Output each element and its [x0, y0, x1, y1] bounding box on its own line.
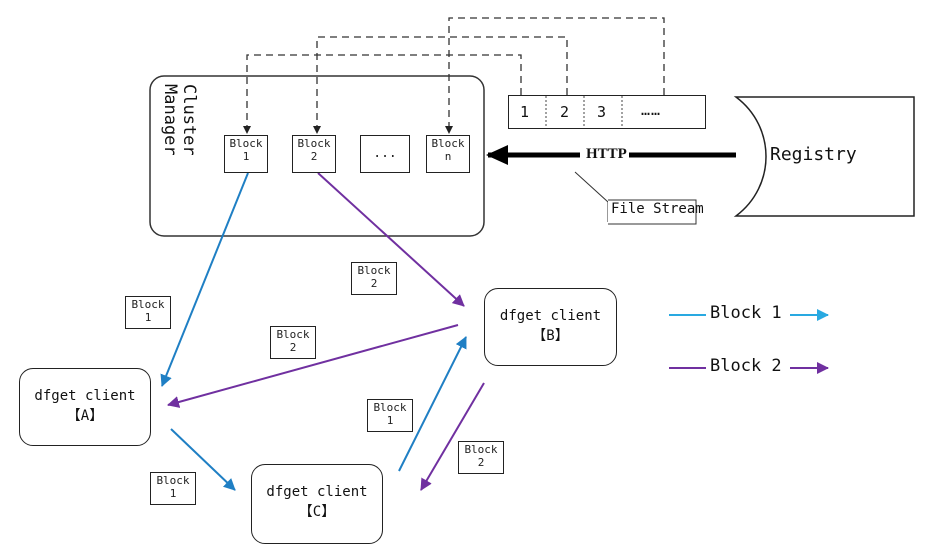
- flow-label-cm-to-a-text: Block: [131, 298, 165, 311]
- cluster-manager-title-line1: Cluster: [179, 84, 199, 156]
- flow-label-b-to-a-text: Block: [276, 328, 310, 341]
- arrow-cm-to-b-block2: [317, 172, 465, 307]
- arrow-b-to-c-block2: [420, 382, 485, 491]
- flow-label-a-to-c-num: 1: [169, 487, 177, 500]
- flow-label-a-to-c-text: Block: [156, 474, 190, 487]
- flow-label-b-to-c-text: Block: [464, 443, 498, 456]
- cluster-manager-title: Cluster Manager: [160, 84, 199, 156]
- flow-label-b-to-c-num: 2: [477, 456, 485, 469]
- cm-block-n: Block n: [426, 135, 470, 173]
- cm-block-2: Block 2: [292, 135, 336, 173]
- flow-label-cm-to-b-text: Block: [357, 264, 391, 277]
- flow-label-b-to-c: Block 2: [458, 441, 504, 474]
- cluster-manager-title-line2: Manager: [160, 84, 180, 156]
- cm-block-1-label: Block: [229, 137, 263, 150]
- stream-cell-2: 2: [560, 103, 570, 121]
- client-a-name: dfget client: [34, 388, 136, 404]
- stream-cell-more: ……: [641, 101, 662, 119]
- legend-block1-label: Block 1: [710, 303, 782, 323]
- flow-label-c-to-b-text: Block: [373, 401, 407, 414]
- flow-label-cm-to-a-num: 1: [144, 311, 152, 324]
- flow-label-cm-to-b: Block 2: [351, 262, 397, 295]
- stream-cell-1: 1: [520, 103, 530, 121]
- client-a-id: 【A】: [66, 408, 104, 424]
- file-stream-leader: [574, 171, 609, 222]
- flow-label-b-to-a-num: 2: [289, 341, 297, 354]
- cm-block-ellipsis-label: ...: [373, 146, 397, 161]
- flow-label-c-to-b-num: 1: [386, 414, 394, 427]
- stream-cells: [508, 95, 706, 129]
- legend-block2-label: Block 2: [710, 356, 782, 376]
- client-a: dfget client 【A】: [19, 368, 151, 446]
- client-c: dfget client 【C】: [251, 464, 383, 544]
- client-b: dfget client 【B】: [484, 288, 617, 366]
- http-label: HTTP: [586, 146, 627, 162]
- cm-block-1: Block 1: [224, 135, 268, 173]
- cm-block-ellipsis: ...: [360, 135, 410, 173]
- flow-label-b-to-a: Block 2: [270, 326, 316, 359]
- file-stream-label: File Stream: [611, 201, 704, 217]
- client-c-id: 【C】: [298, 504, 336, 520]
- stream-cell-3: 3: [597, 103, 607, 121]
- arrow-cm-to-a-block1: [160, 172, 249, 387]
- arrow-c-to-b-block1: [398, 336, 467, 472]
- arrow-b-to-a-block2: [167, 324, 459, 408]
- registry-shape: [733, 96, 915, 217]
- flow-label-c-to-b: Block 1: [367, 399, 413, 432]
- flow-label-cm-to-a: Block 1: [125, 296, 171, 329]
- cluster-manager-box: [149, 75, 485, 237]
- cm-block-2-label: Block: [297, 137, 331, 150]
- dashed-link-block1: [243, 54, 522, 134]
- client-c-name: dfget client: [266, 484, 368, 500]
- dashed-link-blockn: [445, 17, 665, 134]
- flow-label-a-to-c: Block 1: [150, 472, 196, 505]
- registry-label: Registry: [770, 144, 857, 165]
- flow-label-cm-to-b-num: 2: [370, 277, 378, 290]
- client-b-id: 【B】: [532, 328, 569, 344]
- dashed-link-block2: [313, 36, 568, 134]
- cm-block-2-index: 2: [310, 150, 318, 163]
- cm-block-1-index: 1: [242, 150, 250, 163]
- cm-block-n-label: Block: [431, 137, 465, 150]
- arrow-a-to-c-block1: [170, 428, 236, 491]
- cm-block-n-index: n: [444, 150, 452, 163]
- client-b-name: dfget client: [499, 308, 602, 324]
